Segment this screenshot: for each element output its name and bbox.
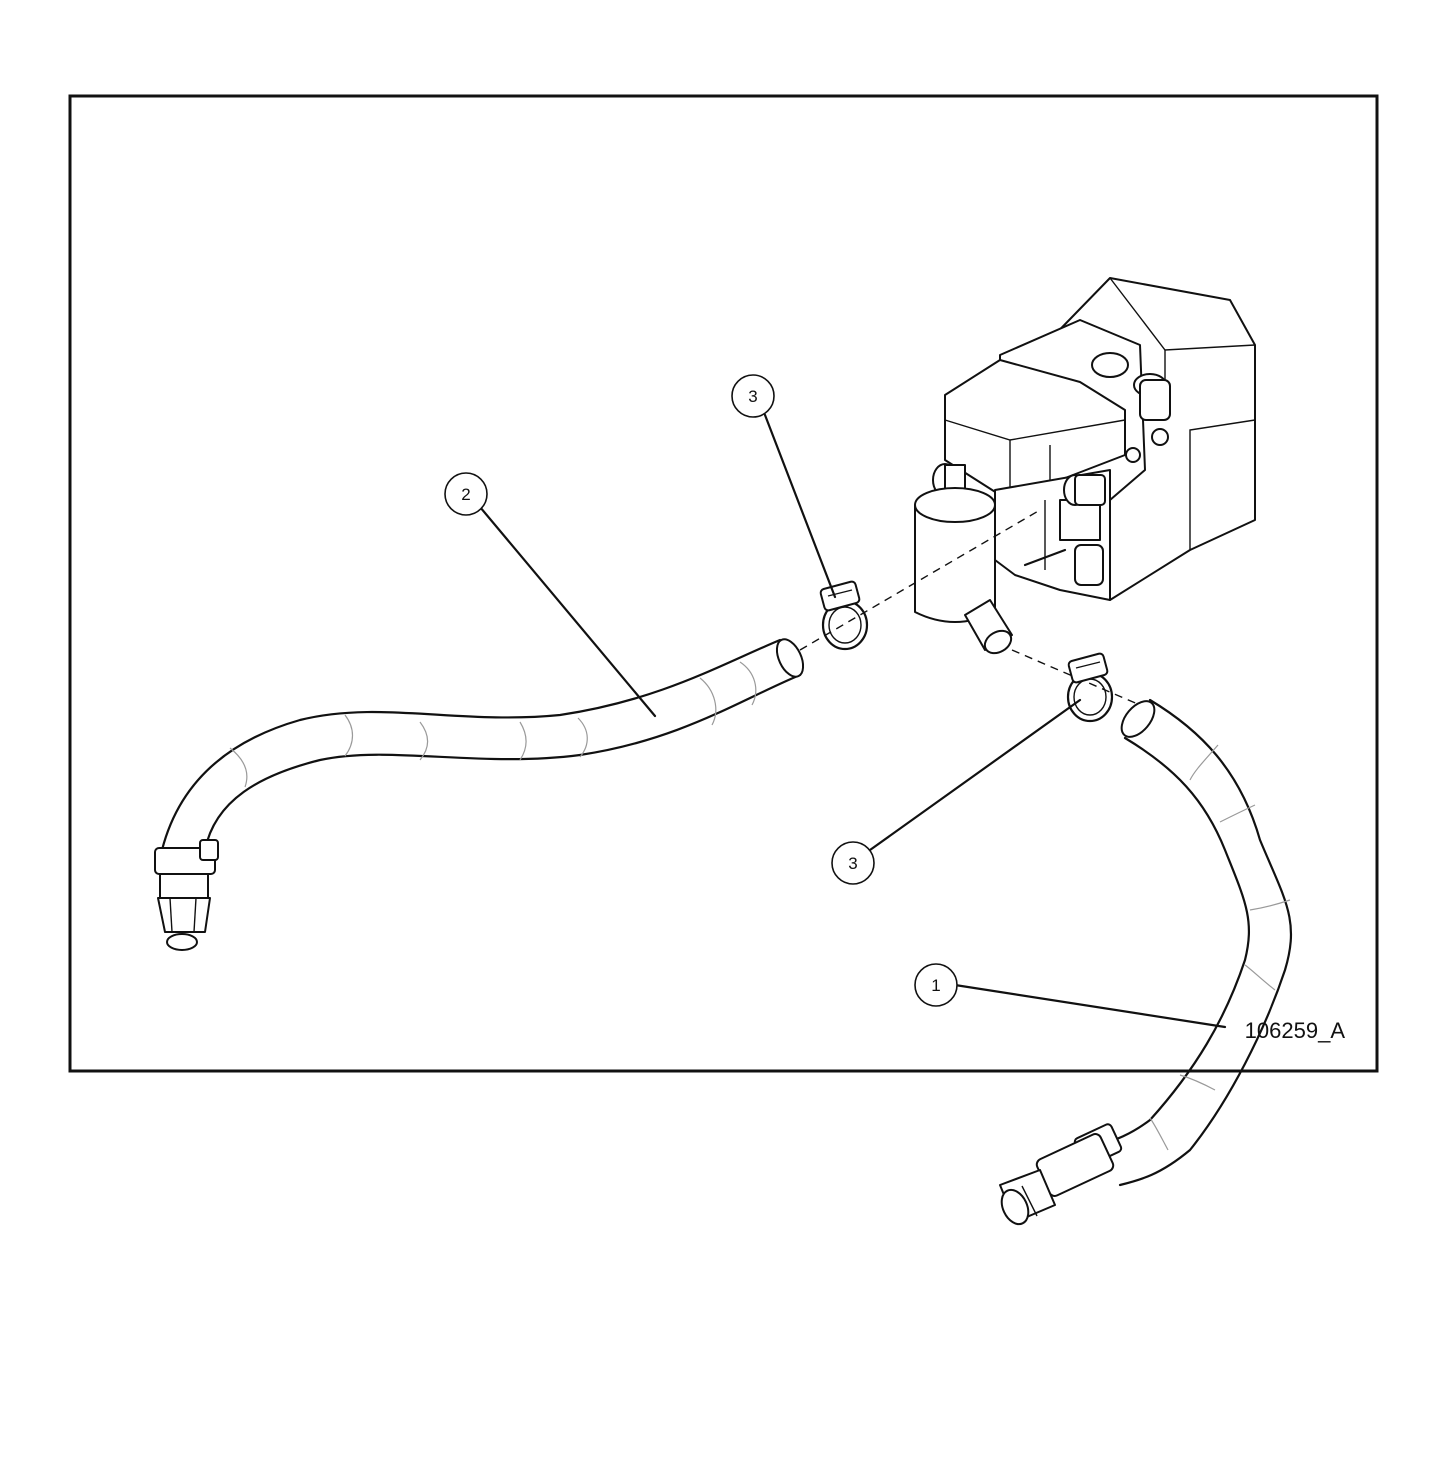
diagram-frame (68, 94, 1379, 1073)
hose-1 (999, 698, 1293, 1226)
hose-clamp-lower (1066, 652, 1114, 723)
callout-3-bottom: 3 (831, 841, 875, 885)
heater-unit (914, 277, 1256, 655)
callout-label: 2 (461, 485, 470, 504)
callout-label: 1 (931, 976, 940, 995)
hose-clamp-upper (819, 580, 869, 651)
callout-3-top: 3 (731, 374, 775, 418)
callout-label: 3 (848, 854, 857, 873)
callout-1: 1 (914, 963, 958, 1007)
leader-1 (953, 983, 1227, 1029)
hose-2 (154, 638, 805, 951)
callout-2: 2 (444, 472, 488, 516)
leader-3-bottom (868, 698, 1082, 852)
alignment-line-upper (799, 509, 1041, 651)
leader-3-top (763, 413, 837, 599)
figure-id: 106259_A (1245, 1018, 1346, 1043)
alignment-line-lower (1011, 649, 1141, 706)
leader-2 (478, 505, 657, 718)
callout-label: 3 (748, 387, 757, 406)
